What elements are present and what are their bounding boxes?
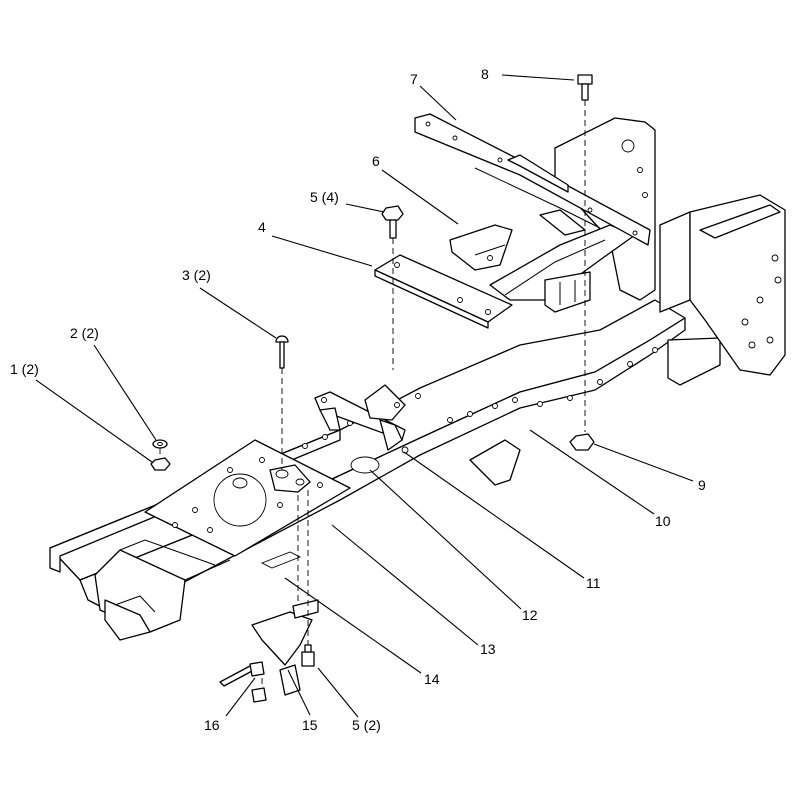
callout-2: 2 (2) (70, 325, 99, 341)
part-9-nut (569, 433, 595, 451)
callout-4: 4 (258, 219, 266, 235)
callout-1: 1 (2) (10, 361, 39, 377)
callout-7: 7 (410, 71, 418, 87)
leader-lines (35, 74, 694, 718)
callout-15: 15 (302, 717, 318, 733)
part-8-bolt (577, 74, 593, 101)
callout-8: 8 (481, 66, 489, 82)
callout-6: 6 (372, 153, 380, 169)
part-11-hinge (314, 384, 409, 454)
part-1-nut (150, 457, 171, 471)
part-3-bolt (275, 335, 289, 369)
callout-11: 11 (586, 575, 601, 591)
part-4-plate (374, 254, 513, 329)
callout-9: 9 (698, 477, 706, 493)
callout-16: 16 (204, 717, 220, 733)
callout-5-top: 5 (4) (310, 189, 339, 205)
part-15-bracket (251, 599, 319, 696)
callout-10: 10 (655, 513, 671, 529)
part-7-strap (414, 113, 651, 246)
part-5-bolt-bottom (301, 644, 315, 667)
part-2-washer (152, 439, 168, 449)
callout-14: 14 (424, 671, 440, 687)
part-16-pin (219, 661, 267, 703)
latch (269, 464, 311, 493)
part-6-bracket (449, 224, 513, 271)
part-5-bolt-top (381, 205, 404, 239)
callout-3: 3 (2) (182, 267, 211, 283)
callout-12: 12 (522, 607, 538, 623)
callout-5-bottom: 5 (2) (352, 717, 381, 733)
main-frame (49, 117, 786, 641)
callout-labels: 1 (2) 2 (2) 3 (2) 4 5 (4) 5 (2) 6 7 8 9 … (10, 66, 706, 733)
callout-13: 13 (480, 641, 496, 657)
